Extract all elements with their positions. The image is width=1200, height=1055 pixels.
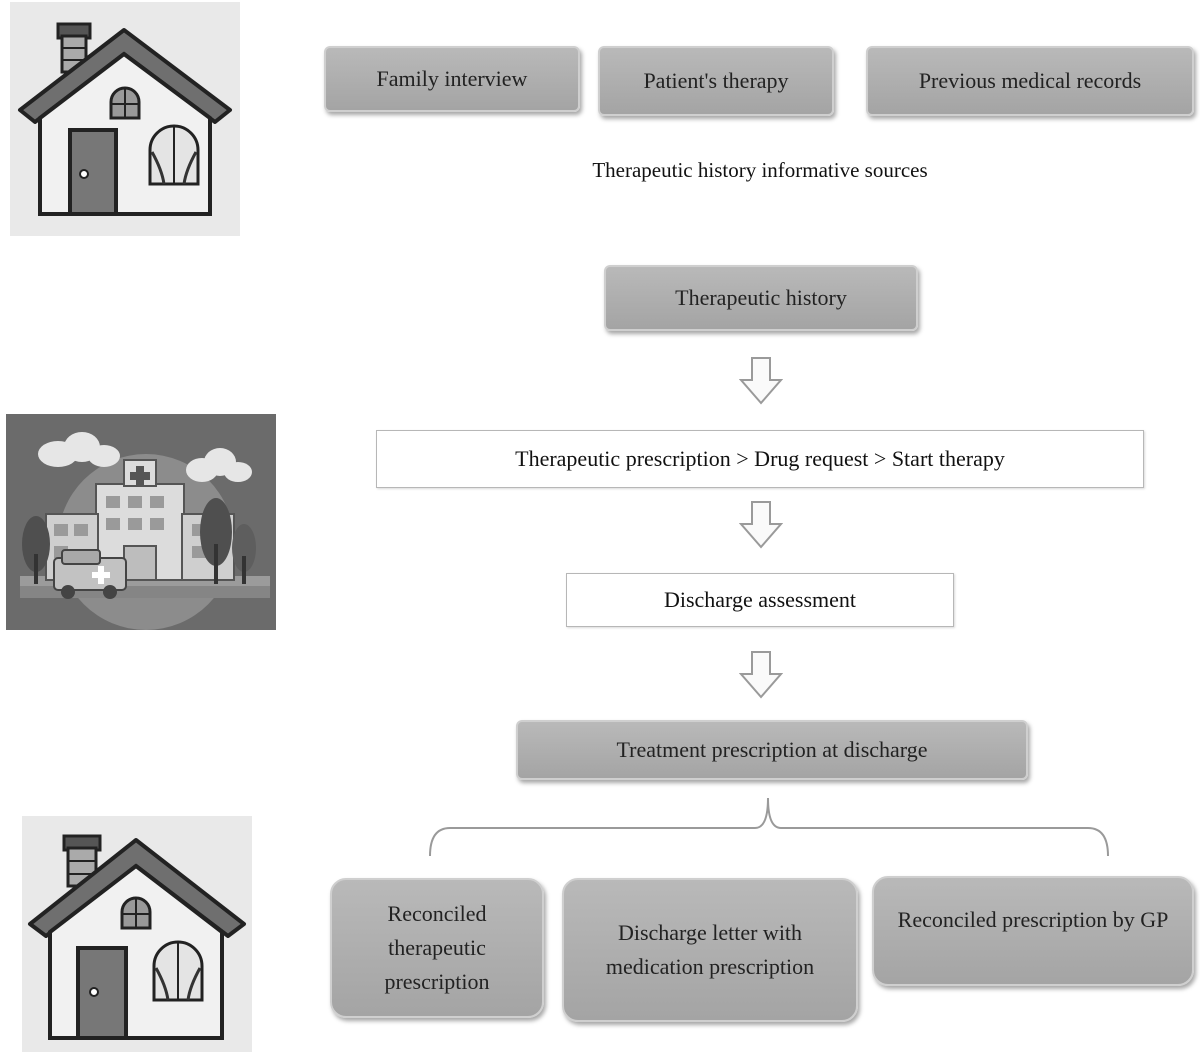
prescription-chain-label: Therapeutic prescription > Drug request … <box>515 446 1005 471</box>
house-icon-bottom <box>22 816 252 1052</box>
down-arrow-icon <box>739 650 783 700</box>
therapeutic-history-box: Therapeutic history <box>604 265 918 331</box>
treatment-at-discharge-box: Treatment prescription at discharge <box>516 720 1028 780</box>
discharge-assessment-box: Discharge assessment <box>566 573 954 627</box>
prescription-chain-box: Therapeutic prescription > Drug request … <box>376 430 1144 488</box>
output-reconciled-therapeutic-label: Reconciled therapeutic prescription <box>384 900 490 995</box>
output-discharge-letter: Discharge letter with medication prescri… <box>562 878 858 1022</box>
output-discharge-letter-label: Discharge letter with medication prescri… <box>605 919 815 979</box>
down-arrow-icon <box>739 356 783 406</box>
sources-caption: Therapeutic history informative sources <box>592 158 928 182</box>
output-reconciled-therapeutic: Reconciled therapeutic prescription <box>330 878 544 1018</box>
source-family-interview: Family interview <box>324 46 580 112</box>
output-reconciled-by-gp-label: Reconciled prescription by GP <box>897 906 1169 932</box>
source-patients-therapy: Patient's therapy <box>598 46 834 116</box>
treatment-at-discharge-label: Treatment prescription at discharge <box>616 736 928 762</box>
hospital-icon <box>20 432 270 630</box>
output-reconciled-by-gp: Reconciled prescription by GP <box>872 876 1194 986</box>
source-patients-therapy-label: Patient's therapy <box>643 67 789 93</box>
source-previous-records: Previous medical records <box>866 46 1194 116</box>
house-icon <box>28 834 246 1040</box>
therapeutic-history-label: Therapeutic history <box>675 284 847 310</box>
house-icon <box>18 22 232 216</box>
discharge-assessment-label: Discharge assessment <box>663 587 857 612</box>
source-previous-records-label: Previous medical records <box>918 67 1142 93</box>
hospital-icon-panel <box>6 414 276 630</box>
down-arrow-icon <box>739 500 783 550</box>
branch-brace <box>420 792 1120 862</box>
source-family-interview-label: Family interview <box>376 65 528 91</box>
house-icon-top <box>10 2 240 236</box>
